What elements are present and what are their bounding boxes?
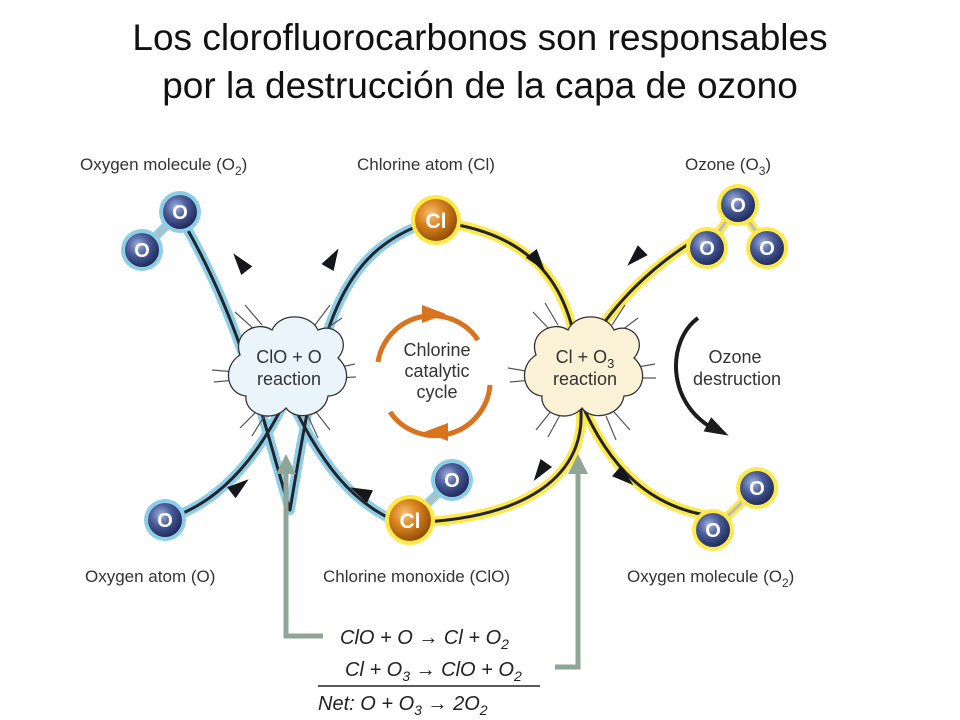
gray-arrow-right <box>555 465 581 670</box>
ozone-destruction: Ozone destruction <box>673 316 781 436</box>
cl-o3-reaction-cloud <box>523 316 644 417</box>
equations: ClO + O → Cl + O2 Cl + O3 → ClO + O2 Net… <box>318 627 540 718</box>
ozone-destruction-arrow <box>673 316 714 430</box>
cycle-arrow-top <box>375 313 481 363</box>
chlorine-monoxide-molecule: O Cl <box>385 459 473 545</box>
clo-o-reaction-line2: reaction <box>257 369 321 389</box>
label-ozone: Ozone (O3) <box>685 155 771 178</box>
oxygen-molecule-top-atom2-label: O <box>134 240 150 262</box>
equation-1: ClO + O → Cl + O2 <box>340 627 509 652</box>
catalytic-cycle: Chlorine catalytic cycle <box>375 305 493 441</box>
oxygen-molecule-bottom-atom1-label: O <box>749 478 765 500</box>
clo-o-reaction-cloud <box>227 316 348 417</box>
cl-o3-reaction-line2: reaction <box>553 369 617 389</box>
ozone-destruction-line2: destruction <box>693 369 781 389</box>
clo-o-reaction-burst: ClO + O reaction <box>211 304 357 439</box>
cl-o3-reaction-line1: Cl + O3 <box>556 347 615 371</box>
cycle-line1: Chlorine <box>403 340 470 360</box>
ozone-atom1-label: O <box>730 195 746 217</box>
ozone-atom2-label: O <box>699 238 715 260</box>
ozone-molecule: O O O <box>686 184 788 269</box>
oxygen-molecule-top-atom1-label: O <box>172 202 188 224</box>
ozone-destruction-line1: Ozone <box>708 347 761 367</box>
label-chlorine-monoxide: Chlorine monoxide (ClO) <box>323 567 510 586</box>
chlorine-monoxide-o-label: O <box>444 470 460 492</box>
equation-2: Cl + O3 → ClO + O2 <box>345 659 522 684</box>
gray-arrow-left <box>283 465 323 639</box>
label-oxygen-atom: Oxygen atom (O) <box>85 567 215 586</box>
oxygen-atom-bottom-label: O <box>157 510 173 532</box>
path-arrowheads <box>227 245 648 503</box>
oxygen-atom-bottom: O <box>144 499 186 541</box>
label-chlorine-atom: Chlorine atom (Cl) <box>357 155 495 174</box>
gray-feedback-arrows <box>283 465 581 670</box>
label-oxygen-molecule-top: Oxygen molecule (O2) <box>80 155 247 178</box>
cycle-arrow-bottom <box>387 384 493 439</box>
equation-net: Net: O + O3 → 2O2 <box>318 693 488 718</box>
ozone-atom3-label: O <box>759 238 775 260</box>
slide-title-line-1: Los clorofluorocarbonos son responsables <box>132 17 828 58</box>
chlorine-monoxide-cl-label: Cl <box>400 510 421 533</box>
oxygen-molecule-bottom-atom2-label: O <box>705 520 721 542</box>
clo-o-reaction-line1: ClO + O <box>256 347 322 367</box>
chlorine-atom-top-label: Cl <box>426 210 447 233</box>
cycle-line2: catalytic <box>404 361 469 381</box>
slide-title-line-2: por la destrucción de la capa de ozono <box>162 65 798 106</box>
cycle-line3: cycle <box>416 382 457 402</box>
chlorine-atom-top: Cl <box>411 195 461 245</box>
oxygen-molecule-bottom: O O <box>692 467 778 551</box>
oxygen-molecule-top: O O <box>121 191 201 271</box>
cl-o3-reaction-burst: Cl + O3 reaction <box>507 302 656 441</box>
label-oxygen-molecule-bottom: Oxygen molecule (O2) <box>627 567 794 590</box>
